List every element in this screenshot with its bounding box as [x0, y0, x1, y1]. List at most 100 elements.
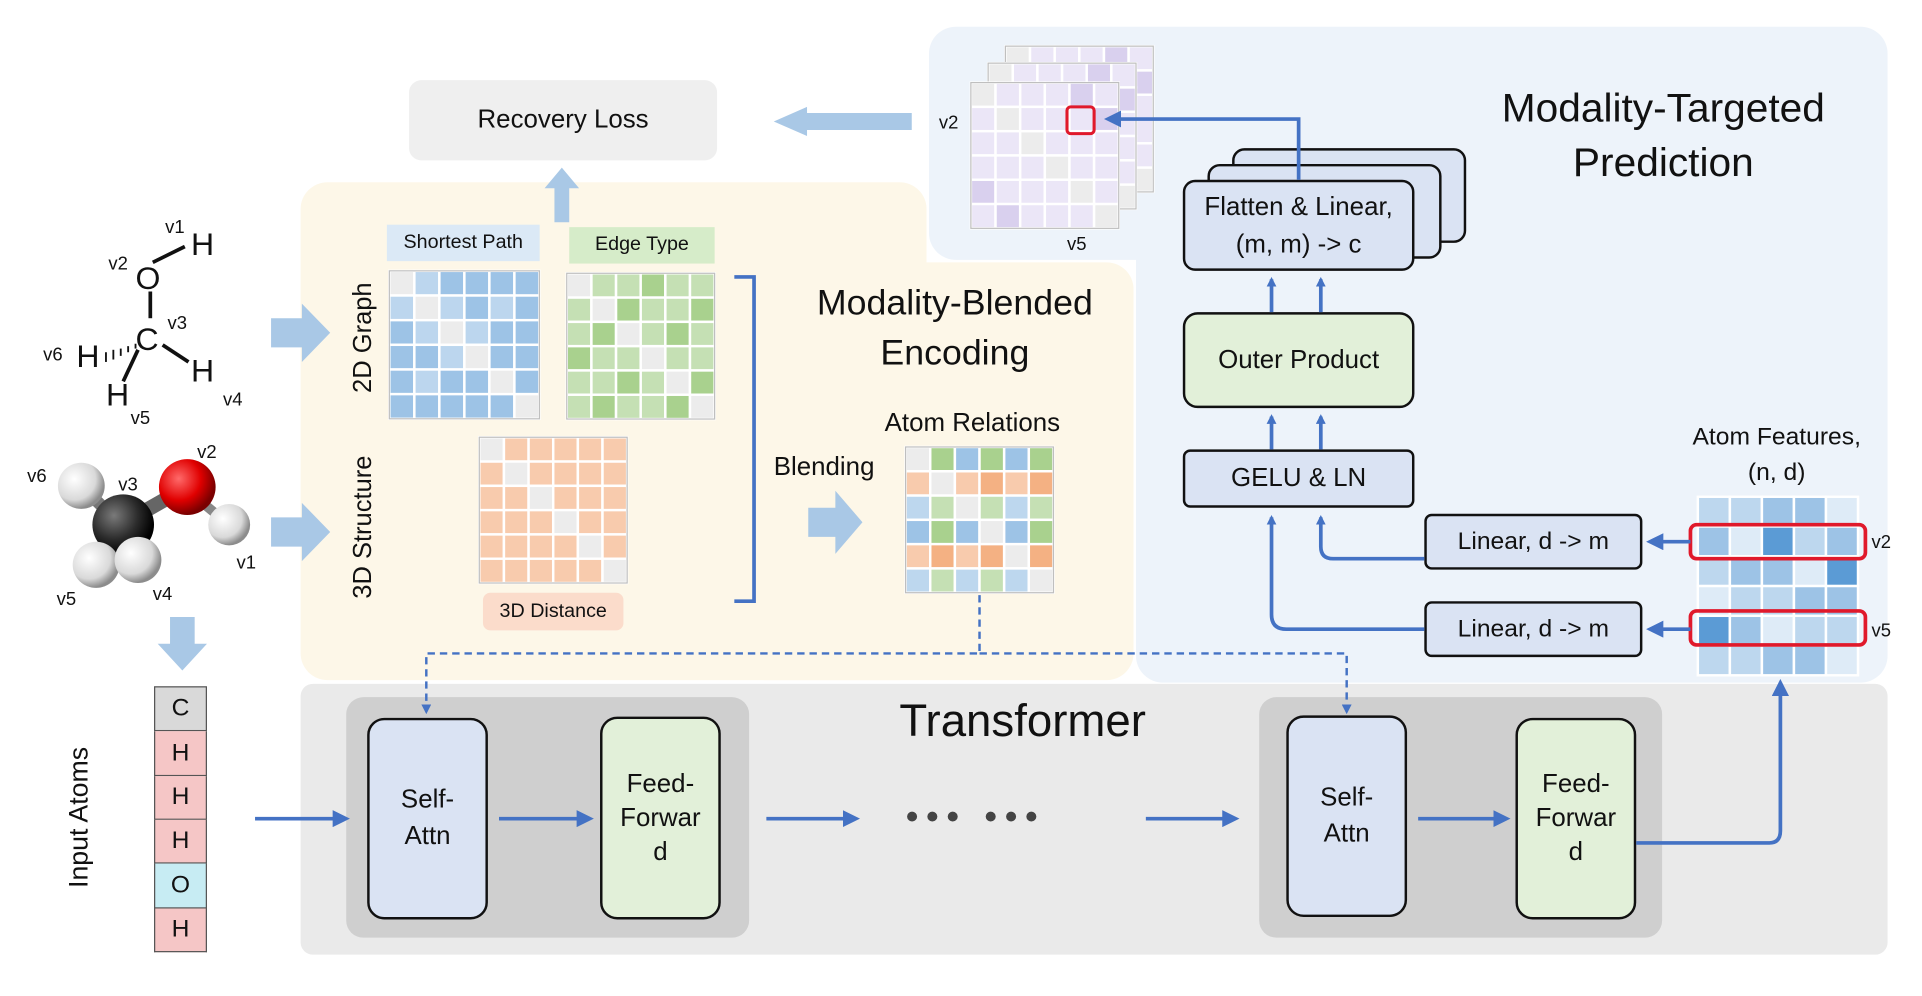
v1-label-2d: v1	[165, 216, 185, 237]
grid-cell	[388, 318, 416, 347]
grid-cell	[1068, 81, 1096, 109]
arrow-down-atoms	[157, 617, 207, 671]
shortest-path-tag: Shortest Path	[386, 224, 540, 262]
grid-cell	[1760, 555, 1796, 588]
grid-cell	[413, 343, 441, 371]
grid-cell	[527, 484, 555, 512]
prediction-matrix-stack	[969, 44, 1155, 230]
grid-cell	[614, 296, 642, 324]
grid-cell	[1043, 81, 1071, 109]
hashed-bond	[105, 343, 137, 362]
grid-cell	[590, 320, 618, 348]
grid-cell	[1002, 567, 1031, 594]
grid-cell	[590, 369, 618, 396]
grid-cell	[614, 272, 642, 299]
grid-cell	[978, 518, 1006, 546]
grid-cell	[478, 533, 506, 560]
grid-cell	[1002, 470, 1031, 497]
grid-cell	[1068, 154, 1096, 181]
grid-cell	[978, 494, 1006, 522]
recovery-loss-label: Recovery Loss	[477, 105, 649, 134]
grid-cell	[413, 368, 441, 396]
grid-cell	[664, 320, 692, 348]
grid-cell	[664, 272, 692, 299]
grid-cell	[478, 557, 506, 585]
grid-cell	[388, 294, 416, 322]
grid-cell	[1018, 202, 1047, 230]
atom-h-v1	[208, 504, 251, 546]
grid-cell	[590, 344, 618, 372]
grid-cell	[1092, 129, 1120, 157]
linear-bottom-box: Linear, d -> m	[1424, 601, 1643, 658]
linear-bottom-label: Linear, d -> m	[1457, 615, 1610, 642]
grid-frame	[904, 446, 1055, 594]
grid-cell	[1002, 445, 1031, 473]
grid-cell	[688, 393, 716, 421]
grid-cell	[478, 460, 506, 488]
grid-cell	[1002, 518, 1031, 546]
grid-cell	[463, 368, 491, 396]
input-atoms-column: C H H H O H	[154, 686, 207, 953]
grid-cell	[1792, 525, 1828, 558]
atom-features-label: Atom Features, (n, d)	[1692, 423, 1861, 486]
grid-cell	[1696, 644, 1732, 677]
arrow-linear-top-to-gelu	[1315, 514, 1425, 561]
grid-cell	[590, 272, 618, 299]
grid-cell	[1760, 614, 1796, 647]
grid-cell	[1018, 81, 1047, 109]
grid-cell	[565, 320, 593, 348]
grid-cell	[576, 508, 604, 536]
grid-cell	[551, 557, 580, 585]
grid-cell	[438, 343, 466, 371]
grid-cell	[953, 518, 981, 546]
prediction-title-line1: Modality-Targeted	[1501, 85, 1825, 130]
grid-cell	[413, 392, 441, 421]
grid-cell	[929, 518, 957, 546]
grid-cell	[1824, 495, 1860, 528]
grid-cell	[969, 105, 997, 133]
grid-cell	[1068, 105, 1096, 133]
grid-cell	[527, 436, 555, 463]
grid-cell	[1043, 154, 1071, 181]
v2-label-3d: v2	[197, 441, 217, 462]
grid-cell	[551, 484, 580, 512]
grid-cell	[388, 368, 416, 396]
grid-frame	[478, 436, 628, 584]
atom-label-c: C	[136, 321, 159, 357]
input-atom-0: C	[154, 686, 207, 732]
grid-cell	[664, 369, 692, 396]
grid-cell	[639, 296, 667, 324]
grid-cell	[929, 470, 957, 497]
self-attn-label-left: Self- Attn	[400, 785, 455, 851]
grid-cell	[953, 542, 981, 570]
grid-cell	[994, 105, 1022, 133]
distance-3d-tag: 3D Distance	[482, 592, 624, 631]
grid-cell	[1696, 525, 1732, 558]
gelu-ln-box: GELU & LN	[1182, 449, 1415, 508]
grid-frame	[970, 81, 1120, 229]
arrow-to-recovery-loss	[773, 106, 912, 137]
grid-cell	[664, 296, 692, 324]
grid-cell	[1043, 178, 1071, 206]
distance-3d-label: 3D Distance	[499, 600, 607, 622]
grid-cell	[576, 484, 604, 512]
gelu-ln-label: GELU & LN	[1231, 463, 1367, 492]
grid-cell	[929, 445, 957, 473]
input-atom-1: H	[154, 731, 207, 777]
grid-cell	[565, 369, 593, 396]
grid-cell	[463, 343, 491, 371]
v4-label-3d: v4	[153, 583, 173, 604]
input-atom-3: H	[154, 819, 207, 864]
grid-cell	[639, 344, 667, 372]
grid-cell	[953, 470, 981, 497]
grid-cell	[463, 318, 491, 347]
grid-cell	[953, 567, 981, 594]
grid-cell	[929, 542, 957, 570]
grid-cell	[478, 508, 506, 536]
input-atom-5: H	[154, 908, 207, 953]
grid-frame	[566, 272, 716, 420]
outer-product-label: Outer Product	[1218, 345, 1380, 374]
distance-3d-matrix	[478, 436, 629, 585]
grid-cell	[1018, 105, 1047, 133]
grid-cell	[513, 269, 541, 297]
